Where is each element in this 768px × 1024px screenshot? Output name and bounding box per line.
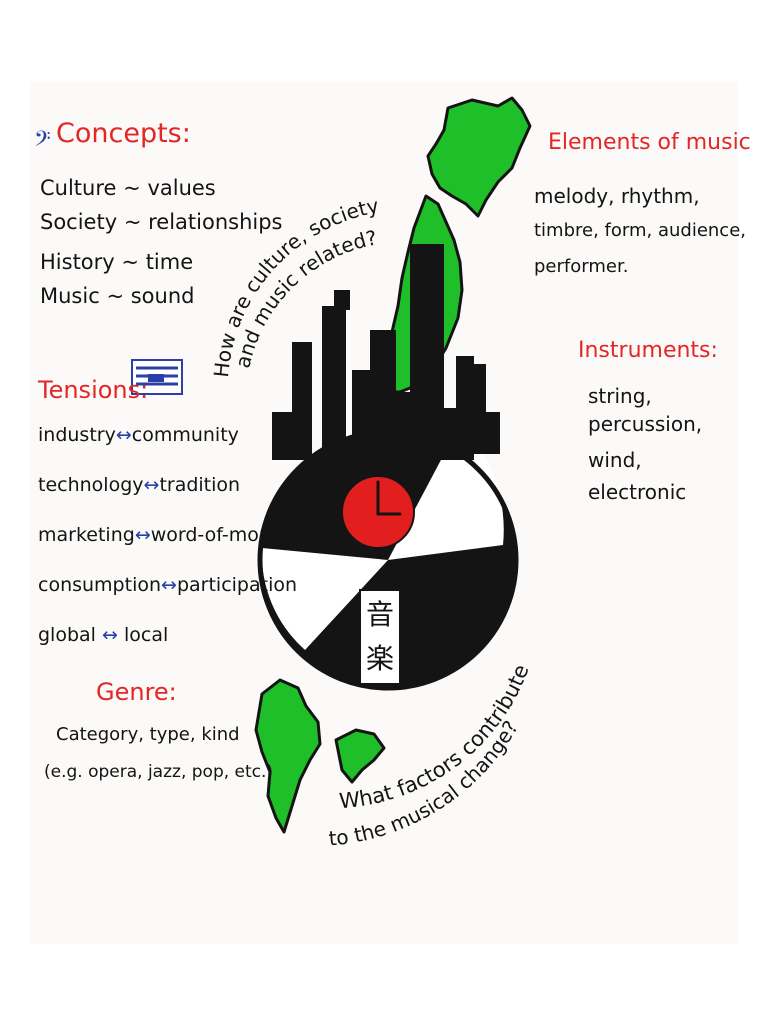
kyushu-shape — [254, 678, 322, 834]
double-arrow-icon: ↔ — [102, 624, 118, 646]
building — [370, 330, 396, 460]
building — [396, 392, 410, 460]
elements-line-2: timbre, form, audience, — [534, 220, 746, 241]
concepts-heading: Concepts: — [56, 118, 191, 149]
tension-item: industry↔community — [38, 424, 239, 446]
elements-heading: Elements of music — [548, 130, 751, 155]
shikoku-shape — [334, 728, 386, 784]
building — [484, 412, 500, 454]
building — [456, 356, 474, 460]
building — [334, 290, 350, 310]
elements-line-1: melody, rhythm, — [534, 184, 700, 208]
kanji-1: 音 — [366, 598, 394, 631]
concept-item: History ~ time — [40, 250, 194, 274]
instruments-line-1: string, — [588, 384, 652, 408]
building — [472, 364, 486, 454]
double-arrow-icon: ↔ — [134, 524, 151, 546]
tension-item: technology↔tradition — [38, 474, 241, 496]
genre-line-2: (e.g. opera, jazz, pop, etc.) — [44, 762, 274, 782]
concept-item: Music ~ sound — [40, 284, 195, 308]
kanji-card: 音 楽 — [359, 589, 401, 685]
building — [410, 244, 444, 460]
clock-icon — [341, 475, 415, 549]
tension-item: marketing↔word-of-mouth — [38, 524, 291, 546]
instruments-heading: Instruments: — [578, 338, 718, 363]
elements-line-3: performer. — [534, 256, 629, 277]
instruments-line-4: electronic — [588, 480, 687, 504]
concept-item: Society ~ relationships — [40, 210, 283, 234]
building — [352, 370, 372, 460]
city-skyline-icon — [272, 244, 500, 460]
double-arrow-icon: ↔ — [143, 474, 160, 496]
hokkaido-shape — [426, 96, 532, 218]
concept-item: Culture ~ values — [40, 176, 216, 200]
kanji-card-bg — [359, 589, 401, 685]
building — [292, 342, 312, 460]
instruments-line-3: wind, — [588, 448, 642, 472]
kanji-2: 楽 — [366, 642, 394, 675]
bass-clef-icon: 𝄢 — [34, 127, 51, 157]
vinyl-record-icon — [257, 424, 519, 691]
genre-line-1: Category, type, kind — [56, 724, 240, 745]
double-arrow-icon: ↔ — [115, 424, 132, 446]
tension-item: consumption↔participation — [38, 574, 298, 596]
record-light-sector-left — [261, 548, 388, 650]
tension-item: global ↔ local — [38, 624, 169, 646]
genre-heading: Genre: — [96, 678, 177, 706]
building — [322, 306, 346, 460]
flag-icon — [131, 359, 183, 395]
instruments-line-2: percussion, — [588, 412, 703, 436]
building — [272, 412, 292, 460]
tensions-heading: Tensions: — [38, 376, 149, 404]
record-light-sector-right — [388, 424, 504, 560]
double-arrow-icon: ↔ — [161, 574, 177, 596]
